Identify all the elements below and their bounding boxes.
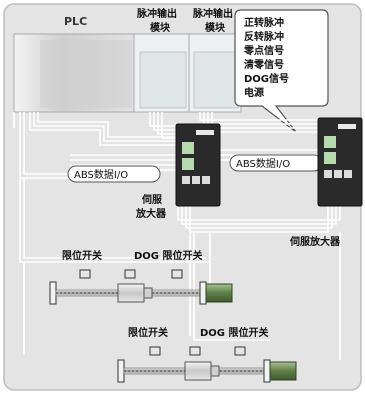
pulse-module-1-label-line2: 模块 xyxy=(150,21,171,34)
abs-io-left-label: ABS数据I/O xyxy=(74,168,128,181)
servo-amplifier-left xyxy=(175,123,221,207)
signal-power: 电源 xyxy=(244,86,264,99)
limit-switch-top-label: 限位开关 xyxy=(62,249,102,262)
pulse-module-2-label-line2: 模块 xyxy=(205,21,226,34)
pulse-module-1-label-line1: 脉冲输出 xyxy=(136,7,177,20)
abs-io-right-label: ABS数据I/O xyxy=(236,157,290,170)
dog-limit-top-label: DOG 限位开关 xyxy=(134,249,203,262)
signal-zero-point: 零点信号 xyxy=(243,44,284,57)
servo-left-label-line2: 放大器 xyxy=(135,207,167,220)
pulse-module-2-label-line1: 脉冲输出 xyxy=(192,7,233,20)
servo-right-label: 伺服放大器 xyxy=(289,235,341,248)
limit-switch-top-right xyxy=(171,269,183,279)
signal-reverse-pulse: 反转脉冲 xyxy=(244,30,284,43)
servo-amplifier-right xyxy=(317,117,363,207)
dog-sensor-bottom xyxy=(189,346,201,356)
ball-screw-axis-top xyxy=(49,281,233,305)
limit-switch-bottom-right xyxy=(234,346,246,356)
plc-unit xyxy=(13,33,242,113)
signal-dog: DOG信号 xyxy=(244,72,289,85)
limit-switch-top-left xyxy=(79,269,91,279)
dog-limit-bottom-label: DOG 限位开关 xyxy=(200,326,269,339)
abs-io-left-badge xyxy=(67,165,161,183)
limit-switch-bottom-left xyxy=(149,346,161,356)
limit-switch-bottom-label: 限位开关 xyxy=(128,326,168,339)
signal-clear: 清零信号 xyxy=(244,58,284,71)
signal-callout xyxy=(234,9,329,133)
signal-forward-pulse: 正转脉冲 xyxy=(244,16,284,29)
dog-sensor-top xyxy=(124,269,136,279)
ball-screw-axis-bottom xyxy=(117,359,297,383)
servo-left-label-line1: 伺服 xyxy=(141,193,163,206)
plc-label: PLC xyxy=(64,15,87,28)
